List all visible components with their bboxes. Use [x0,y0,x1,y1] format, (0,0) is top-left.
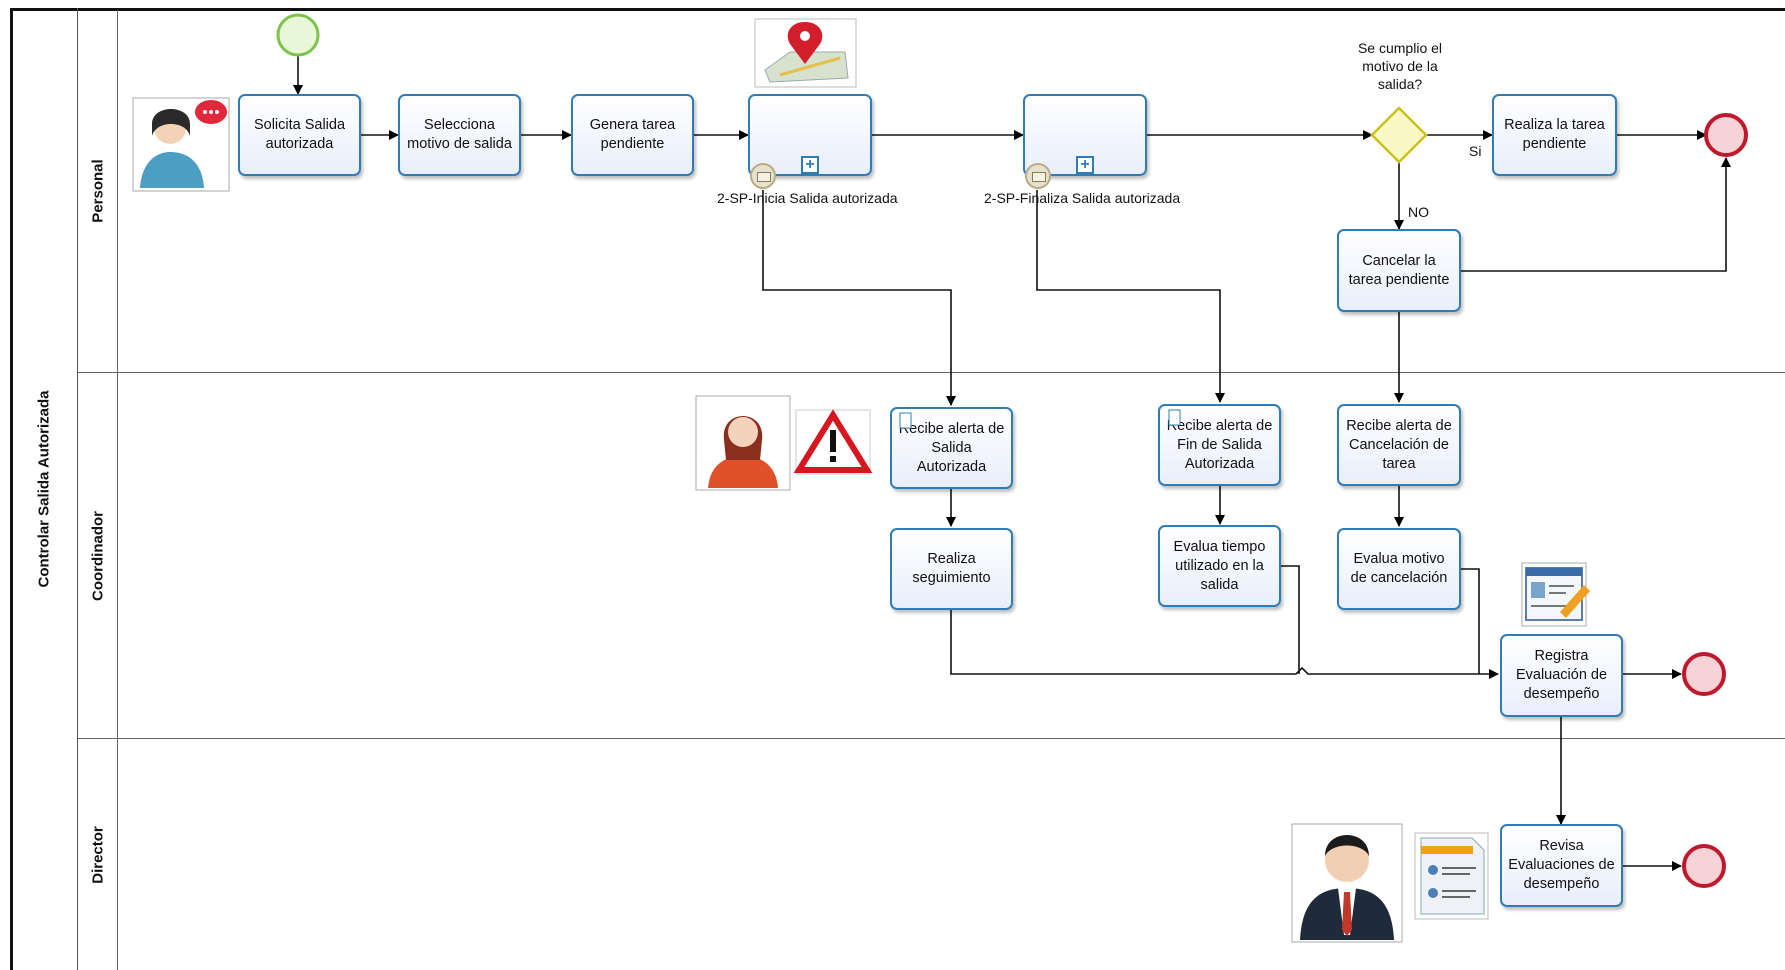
task-recibe-alerta-salida[interactable]: Recibe alerta de Salida Autorizada [890,407,1013,489]
message-event-icon [1025,163,1051,189]
gateway-no-label: NO [1408,204,1429,220]
id-card-pencil-icon [1521,562,1590,627]
businessman-avatar-icon [1291,823,1403,943]
subprocess-finaliza[interactable]: + [1023,94,1147,176]
task-revisa-evaluaciones[interactable]: Revisa Evaluaciones de desempeño [1500,824,1623,907]
gateway-question: Se cumplio el motivo de la salida? [1357,40,1443,92]
task-recibe-alerta-cancelacion[interactable]: Recibe alerta de Cancelación de tarea [1337,404,1461,486]
lane-personal: Personal [78,10,1785,373]
message-event-icon [750,163,776,189]
script-task-icon [899,409,1181,429]
map-pin-icon [754,18,857,88]
task-evalua-motivo[interactable]: Evalua motivo de cancelación [1337,528,1461,610]
end-event-coordinador [1682,652,1726,696]
task-cancelar-tarea[interactable]: Cancelar la tarea pendiente [1337,229,1461,312]
lane-director: Director [78,739,1785,970]
woman-avatar-icon [695,395,791,491]
end-event-director [1682,844,1726,888]
task-selecciona-motivo[interactable]: Selecciona motivo de salida [398,94,521,176]
task-evalua-tiempo[interactable]: Evalua tiempo utilizado en la salida [1158,525,1281,607]
gateway-yes-label: Si [1469,143,1482,159]
subprocess-label-inicia: 2-SP-Inicia Salida autorizada [717,190,898,206]
call-center-agent-icon [132,97,230,192]
lane-coordinador: Coordinador [78,373,1785,739]
subprocess-expand-icon[interactable]: + [801,156,819,174]
message-flow-finaliza [1036,190,1225,403]
task-realiza-seguimiento[interactable]: Realiza seguimiento [890,528,1013,610]
pool [10,8,1785,970]
start-event [276,13,320,57]
task-genera-tarea[interactable]: Genera tarea pendiente [571,94,694,176]
subprocess-label-finaliza: 2-SP-Finaliza Salida autorizada [984,190,1181,206]
task-solicita-salida[interactable]: Solicita Salida autorizada [238,94,361,176]
task-registra-evaluacion[interactable]: Registra Evaluación de desempeño [1500,634,1623,717]
pool-label: Controlar Salida Autorizada [10,8,78,970]
end-event-personal [1704,113,1748,157]
flow-evalua-motivo-registra [1461,568,1480,674]
message-flow-inicia [762,190,956,406]
resume-document-icon [1414,832,1489,920]
subprocess-expand-icon[interactable]: + [1076,156,1094,174]
flow-cancelar-end [1461,157,1731,272]
flow-evalua-tiempo-registra [1281,565,1300,674]
exclusive-gateway [1370,106,1428,164]
task-realiza-tarea[interactable]: Realiza la tarea pendiente [1492,94,1617,176]
subprocess-inicia[interactable]: + [748,94,872,176]
warning-icon [793,409,873,475]
